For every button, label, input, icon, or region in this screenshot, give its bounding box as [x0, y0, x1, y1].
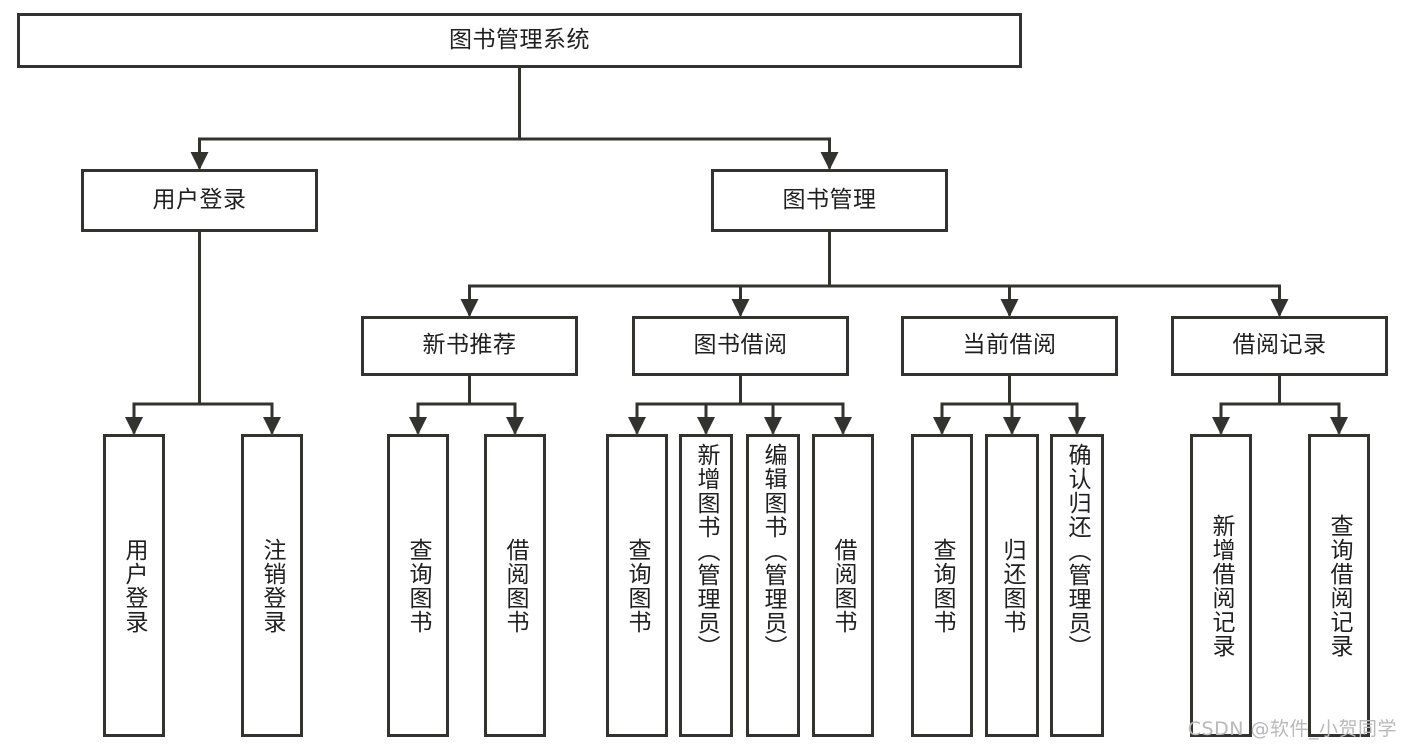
- node-label-book-management: 图书管理: [782, 186, 877, 213]
- node-label-leaf-return-book: 归还图书: [999, 537, 1026, 634]
- node-label-new-book-recommend: 新书推荐: [422, 332, 517, 359]
- node-leaf-edit-book-admin[interactable]: 编辑图书（管理员）: [746, 434, 800, 737]
- node-leaf-add-borrow-record[interactable]: 新增借阅记录: [1190, 434, 1252, 737]
- node-borrow-record[interactable]: 借阅记录: [1171, 316, 1388, 376]
- node-label-leaf-borrow-book-recommend: 借阅图书: [502, 537, 529, 634]
- node-label-borrow-record: 借阅记录: [1232, 332, 1327, 359]
- node-leaf-logout[interactable]: 注销登录: [241, 434, 303, 737]
- node-label-leaf-add-book-admin: 新增图书（管理员）: [693, 443, 720, 659]
- node-label-leaf-query-book-current: 查询图书: [929, 537, 956, 634]
- node-book-borrow[interactable]: 图书借阅: [632, 316, 849, 376]
- node-leaf-return-book[interactable]: 归还图书: [985, 434, 1039, 737]
- node-label-root-system: 图书管理系统: [449, 26, 590, 53]
- node-leaf-query-borrow-record[interactable]: 查询借阅记录: [1308, 434, 1370, 737]
- node-label-leaf-confirm-return-admin: 确认归还（管理员）: [1064, 443, 1091, 659]
- node-leaf-borrow-book-recommend[interactable]: 借阅图书: [484, 434, 546, 737]
- node-label-book-borrow: 图书借阅: [693, 332, 788, 359]
- node-leaf-confirm-return-admin[interactable]: 确认归还（管理员）: [1050, 434, 1104, 737]
- node-leaf-add-book-admin[interactable]: 新增图书（管理员）: [679, 434, 733, 737]
- node-label-user-login: 用户登录: [152, 186, 247, 213]
- node-label-leaf-user-login: 用户登录: [121, 537, 148, 634]
- node-root-system[interactable]: 图书管理系统: [17, 13, 1022, 68]
- node-label-leaf-add-borrow-record: 新增借阅记录: [1208, 513, 1235, 658]
- node-leaf-query-book-current[interactable]: 查询图书: [911, 434, 973, 737]
- node-label-leaf-query-book-borrow: 查询图书: [624, 537, 651, 634]
- node-label-current-borrow: 当前借阅: [962, 332, 1057, 359]
- node-user-login[interactable]: 用户登录: [81, 169, 318, 232]
- node-label-leaf-edit-book-admin: 编辑图书（管理员）: [760, 443, 787, 659]
- node-label-leaf-borrow-book: 借阅图书: [830, 537, 857, 634]
- watermark-credit: CSDN @软件_小贺同学: [1187, 718, 1397, 740]
- node-current-borrow[interactable]: 当前借阅: [901, 316, 1118, 376]
- node-new-book-recommend[interactable]: 新书推荐: [361, 316, 578, 376]
- node-label-leaf-query-book-recommend: 查询图书: [405, 537, 432, 634]
- node-leaf-user-login[interactable]: 用户登录: [103, 434, 165, 737]
- node-label-leaf-logout: 注销登录: [259, 537, 286, 634]
- node-leaf-query-book-recommend[interactable]: 查询图书: [387, 434, 449, 737]
- node-leaf-borrow-book[interactable]: 借阅图书: [812, 434, 874, 737]
- node-leaf-query-book-borrow[interactable]: 查询图书: [606, 434, 668, 737]
- node-label-leaf-query-borrow-record: 查询借阅记录: [1326, 513, 1353, 658]
- node-book-management[interactable]: 图书管理: [711, 169, 948, 232]
